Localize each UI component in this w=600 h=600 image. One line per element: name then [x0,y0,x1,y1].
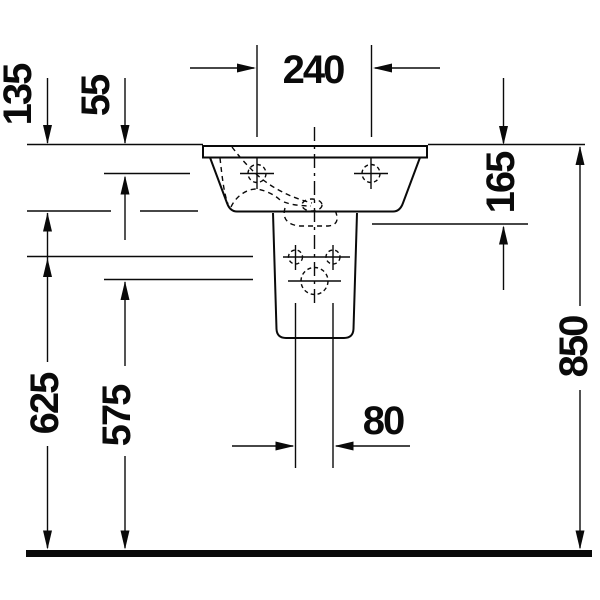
dim-label-625: 625 [23,373,67,435]
dimension-lines [46,67,581,548]
dimension-arrowheads [43,63,585,550]
reference-lines [27,45,585,468]
pedestal-fixing-holes [283,245,350,296]
faucet-hole-left [240,158,274,189]
dim-label-135: 135 [0,64,40,126]
dim-label-55: 55 [74,75,118,117]
pedestal-outline [272,212,358,339]
dim-label-240: 240 [282,48,346,92]
basin-interior-hidden-lines [219,146,338,227]
dim-label-165: 165 [479,152,523,214]
dim-label-850: 850 [552,316,596,378]
faucet-hole-right [354,158,388,189]
dim-label-80: 80 [362,399,405,443]
washbasin-outline [202,145,428,213]
dim-label-575: 575 [95,385,139,447]
